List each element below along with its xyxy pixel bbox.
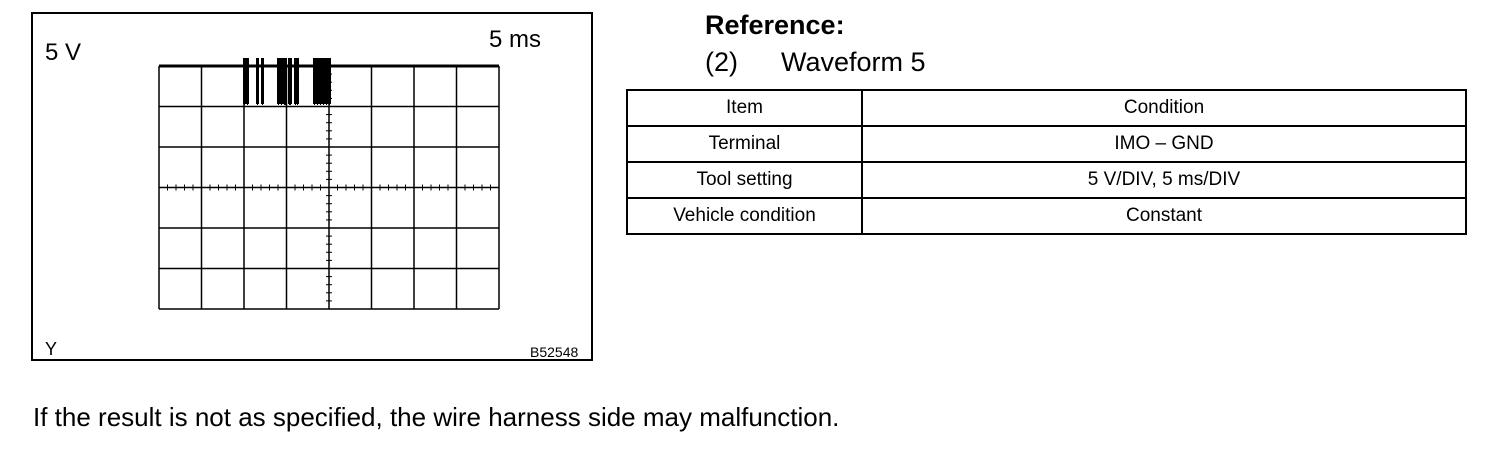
time-per-div-label: 5 ms xyxy=(489,26,542,53)
row-condition-tool-setting: 5 V/DIV, 5 ms/DIV xyxy=(861,161,1467,199)
table-row: Terminal IMO – GND xyxy=(626,125,1467,163)
table-row: Tool setting 5 V/DIV, 5 ms/DIV xyxy=(626,161,1467,199)
oscilloscope-figure: 5 V 5 ms Y B52548 xyxy=(31,12,593,361)
waveform-trace xyxy=(159,58,499,105)
row-item-tool-setting: Tool setting xyxy=(626,161,863,199)
reference-item-title: Waveform 5 xyxy=(781,47,926,77)
row-item-vehicle-condition: Vehicle condition xyxy=(626,197,863,235)
waveform-graph xyxy=(158,58,500,310)
header-item: Item xyxy=(626,89,863,127)
reference-heading: Reference: xyxy=(705,10,845,40)
table-row: Vehicle condition Constant xyxy=(626,197,1467,235)
table-header-row: Item Condition xyxy=(626,89,1467,127)
reference-item-number: (2) xyxy=(705,47,738,77)
row-condition-terminal: IMO – GND xyxy=(861,125,1467,163)
row-condition-vehicle-condition: Constant xyxy=(861,197,1467,235)
header-condition: Condition xyxy=(861,89,1467,127)
volt-per-div-label: 5 V xyxy=(45,39,82,66)
row-item-terminal: Terminal xyxy=(626,125,863,163)
reference-subheading: (2) Waveform 5 xyxy=(705,47,926,78)
y-corner-label: Y xyxy=(45,339,58,359)
footer-note: If the result is not as specified, the w… xyxy=(33,402,840,432)
condition-table: Item Condition Terminal IMO – GND Tool s… xyxy=(626,89,1467,235)
figure-id: B52548 xyxy=(530,344,579,360)
